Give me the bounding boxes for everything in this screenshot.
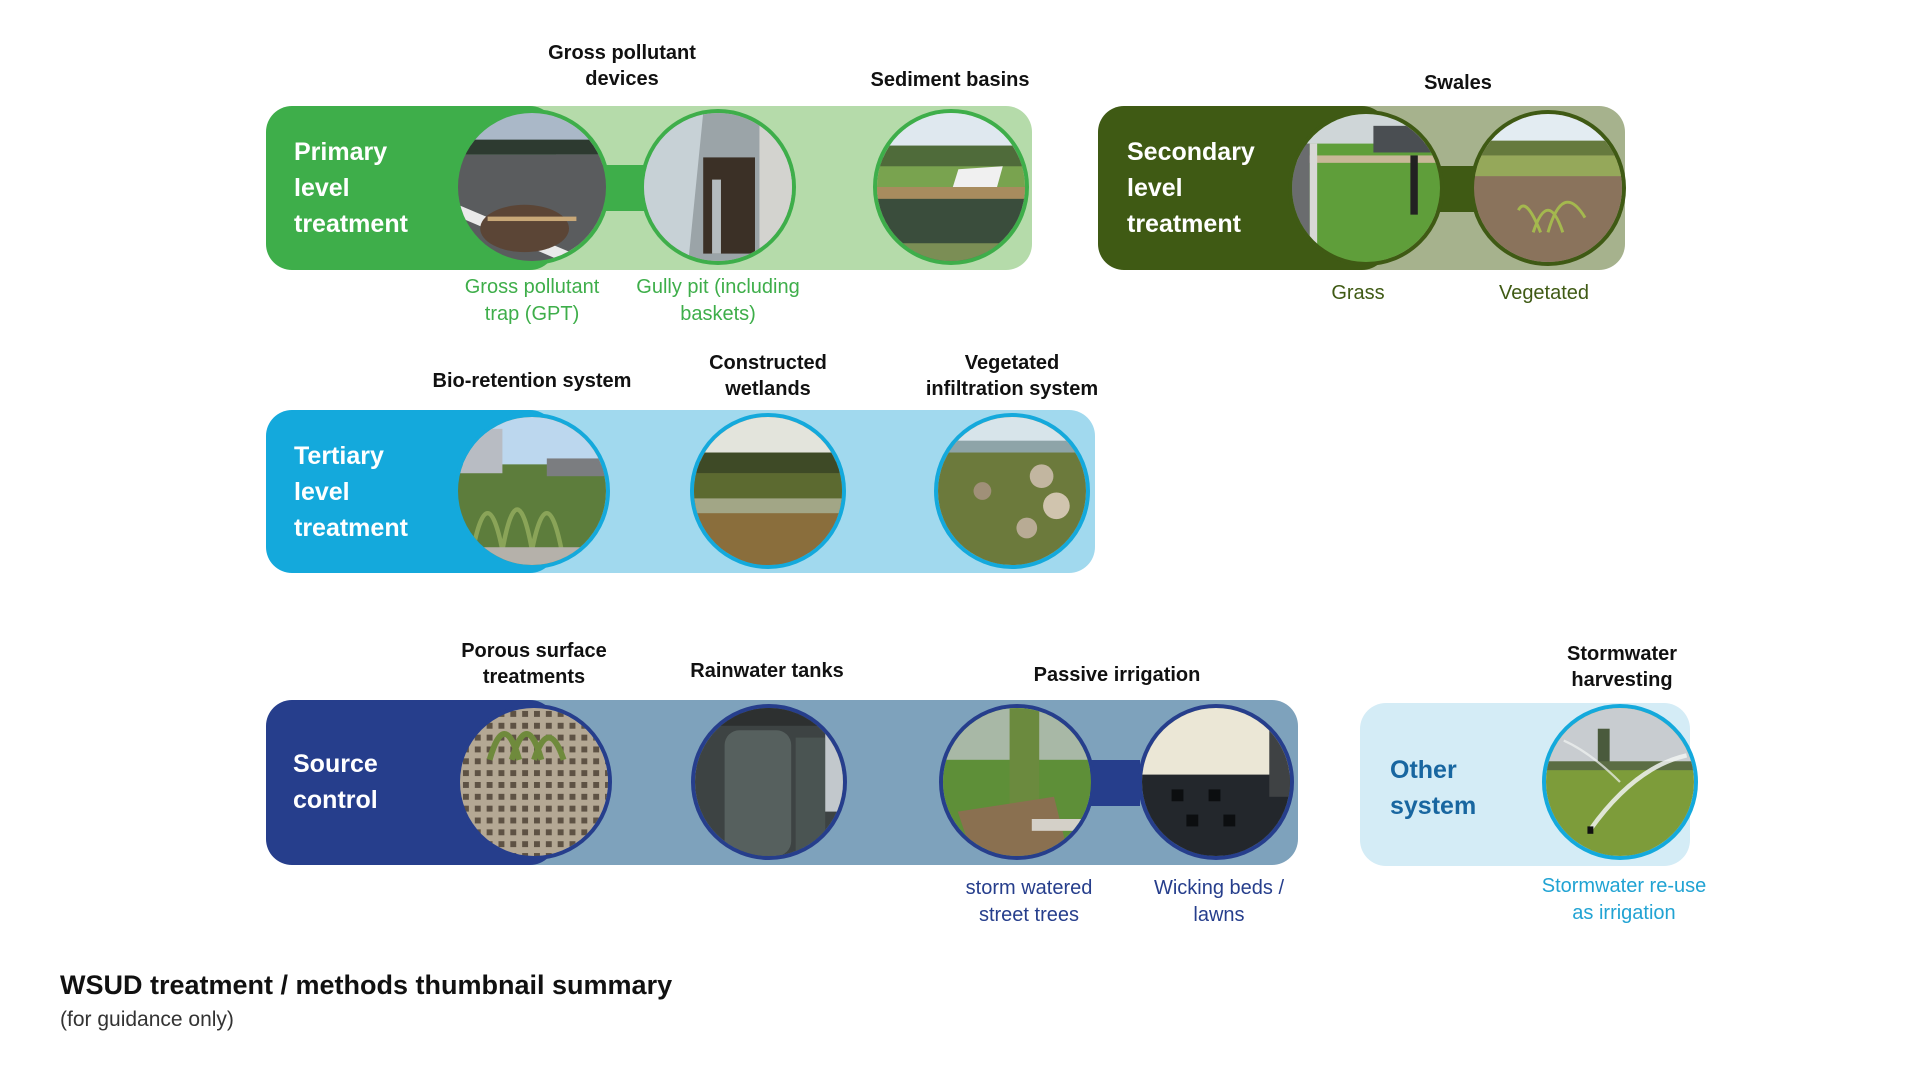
bio-retention-photo[interactable] xyxy=(454,413,610,569)
heading-rainwater-tanks: Rainwater tanks xyxy=(690,660,844,682)
other-title: Other system xyxy=(1390,756,1477,820)
heading-passive-irrigation: Passive irrigation xyxy=(1033,664,1201,686)
constructed-wetland-photo[interactable] xyxy=(690,413,846,569)
heading-constructed-wetlands: Constructed wetlands xyxy=(709,352,827,400)
caption-wicking-beds: Wicking beds / lawns xyxy=(1153,877,1285,926)
caption-street-trees: storm watered street trees xyxy=(965,877,1093,926)
rainwater-tank-photo[interactable] xyxy=(691,704,847,860)
grass-swale-photo[interactable] xyxy=(1288,110,1444,266)
gully-pit-photo[interactable] xyxy=(640,109,796,265)
sprinkler-irrigation-photo[interactable] xyxy=(1542,704,1698,860)
wicking-bed-photo[interactable] xyxy=(1138,704,1294,860)
figure-title: WSUD treatment / methods thumbnail summa… xyxy=(60,970,673,1000)
caption-grass: Grass xyxy=(1331,282,1385,304)
caption-gully-pit: Gully pit (including baskets) xyxy=(636,276,800,325)
heading-bio-retention: Bio-retention system xyxy=(432,370,632,392)
caption-vegetated: Vegetated xyxy=(1498,282,1590,304)
heading-sediment-basins: Sediment basins xyxy=(870,69,1030,91)
figure-subtitle: (for guidance only) xyxy=(60,1008,234,1031)
tertiary-title: Tertiary level treatment xyxy=(294,442,408,542)
secondary-title: Secondary level treatment xyxy=(1127,138,1255,238)
heading-stormwater-harvesting: Stormwater harvesting xyxy=(1566,643,1678,691)
caption-gross-pollutant-trap: Gross pollutant trap (GPT) xyxy=(464,276,600,325)
sediment-basin-photo[interactable] xyxy=(873,109,1029,265)
caption-stormwater-reuse: Stormwater re-use as irrigation xyxy=(1541,875,1707,924)
heading-swales: Swales xyxy=(1424,72,1492,94)
source-connector xyxy=(1090,760,1140,806)
gross-pollutant-trap-photo[interactable] xyxy=(454,109,610,265)
heading-gross-pollutant-devices: Gross pollutant devices xyxy=(548,42,696,90)
heading-vegetated-infiltration: Vegetated infiltration system xyxy=(925,352,1099,400)
source-title: Source control xyxy=(293,750,378,814)
vegetated-infiltration-photo[interactable] xyxy=(934,413,1090,569)
vegetated-swale-photo[interactable] xyxy=(1470,110,1626,266)
porous-pavement-photo[interactable] xyxy=(456,704,612,860)
heading-porous-surface: Porous surface treatments xyxy=(461,640,607,688)
street-tree-photo[interactable] xyxy=(939,704,1095,860)
primary-title: Primary level treatment xyxy=(294,138,408,238)
